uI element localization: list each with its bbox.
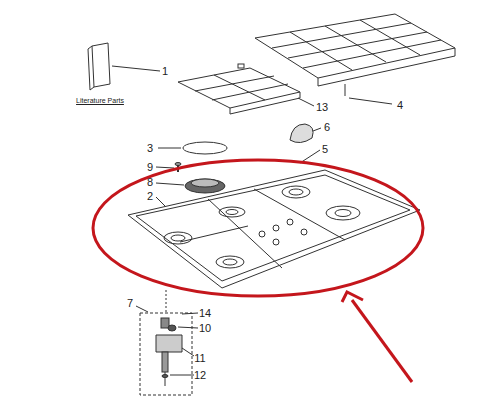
callout-number: 11 <box>193 352 206 365</box>
leader-line <box>349 98 392 104</box>
callout-number: 4 <box>396 99 404 112</box>
control-knob <box>290 124 313 143</box>
valve-assembly <box>156 318 182 386</box>
callout-number: 7 <box>126 297 134 310</box>
callout-number: 1 <box>161 65 169 78</box>
callout-number: 6 <box>323 121 331 134</box>
callout-number: 5 <box>321 143 329 156</box>
section-title: Literature Parts <box>75 96 125 105</box>
callout-number: 8 <box>146 176 154 189</box>
callout-number: 10 <box>198 322 212 335</box>
grate-right <box>255 14 455 96</box>
leader-line <box>112 66 160 71</box>
burner-base <box>185 179 225 193</box>
callout-number: 12 <box>193 369 207 382</box>
highlight-ellipse <box>93 160 423 296</box>
cooktop-surface <box>128 170 420 288</box>
leader-line <box>298 98 314 106</box>
valve-box <box>140 313 192 395</box>
callout-number: 9 <box>146 161 154 174</box>
literature-book <box>92 43 110 87</box>
callout-number: 2 <box>146 190 154 203</box>
callout-number: 3 <box>146 142 154 155</box>
grate-center <box>178 64 300 114</box>
burner-cap <box>183 142 227 154</box>
callout-number: 13 <box>315 101 329 114</box>
callout-number: 14 <box>198 307 212 320</box>
highlight-arrow <box>352 300 412 382</box>
